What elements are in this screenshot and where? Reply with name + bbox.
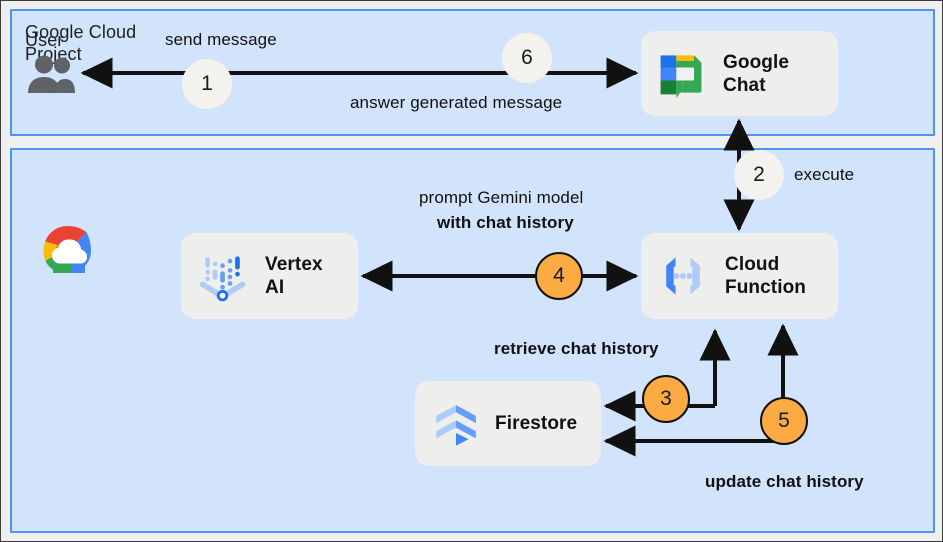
- label-send-message: send message: [165, 30, 277, 49]
- step-badge-2: 2: [734, 150, 784, 200]
- cloud-function-logo: [655, 248, 711, 304]
- step-badge-3: 3: [642, 375, 690, 423]
- label-update-chat-history: update chat history: [705, 472, 864, 491]
- node-cloud-function-label: Cloud Function: [725, 254, 807, 298]
- label-retrieve-chat-history: retrieve chat history: [494, 339, 659, 358]
- node-firestore-label: Firestore: [495, 413, 578, 434]
- vertex-ai-logo: [195, 248, 251, 304]
- node-firestore[interactable]: Firestore: [415, 381, 601, 466]
- google-cloud-logo: [37, 223, 99, 278]
- firestore-logo: [429, 397, 483, 451]
- label-with-chat-history: with chat history: [437, 213, 574, 232]
- node-vertex-ai[interactable]: Vertex AI: [181, 233, 358, 319]
- users-icon: [25, 55, 77, 95]
- node-google-chat[interactable]: Google Chat: [641, 31, 838, 116]
- node-cloud-function[interactable]: Cloud Function: [641, 233, 838, 319]
- label-execute: execute: [794, 165, 855, 184]
- step-badge-4: 4: [535, 252, 583, 300]
- node-google-chat-label: Google Chat: [723, 51, 790, 96]
- panel-user-title: User: [25, 30, 64, 50]
- label-answer-generated-message: answer generated message: [350, 93, 563, 112]
- node-vertex-ai-label: Vertex AI: [265, 254, 323, 298]
- step-badge-5: 5: [760, 397, 808, 445]
- google-chat-logo: [655, 48, 707, 100]
- step-badge-1: 1: [182, 59, 232, 109]
- label-prompt-gemini-model: prompt Gemini model: [419, 188, 584, 207]
- step-badge-6: 6: [502, 33, 552, 83]
